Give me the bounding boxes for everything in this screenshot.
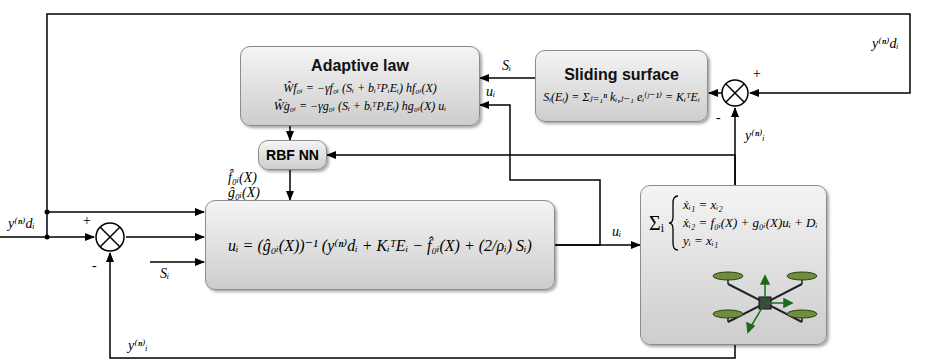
box-heading: Adaptive law bbox=[274, 57, 446, 75]
signal-label: f̂₀ᵢ(X) bbox=[228, 170, 257, 186]
signal-label: Sᵢ bbox=[160, 266, 169, 282]
node-content: uᵢ = (ĝ₀ᵢ(X))⁻¹ (y⁽ⁿ⁾dᵢ + KᵢᵀEᵢ − f̂₀ᵢ(X… bbox=[228, 236, 532, 255]
signal-connector bbox=[289, 126, 291, 140]
summing-junction bbox=[100, 227, 120, 247]
signal-connector bbox=[480, 77, 535, 79]
signal-label: y⁽ⁿ⁾dᵢ bbox=[872, 36, 899, 52]
sign-label: + bbox=[752, 66, 761, 82]
summing-junction bbox=[722, 80, 748, 106]
signal-label: y⁽ⁿ⁾dᵢ bbox=[8, 216, 35, 232]
summing-junction bbox=[96, 223, 124, 251]
controller-box: uᵢ = (ĝ₀ᵢ(X))⁻¹ (y⁽ⁿ⁾dᵢ + KᵢᵀEᵢ − f̂₀ᵢ(X… bbox=[205, 200, 555, 290]
reference-wire bbox=[47, 211, 204, 213]
signal-connector bbox=[289, 170, 291, 200]
equation: ẋᵢ₂ = f₀ᵢ(X) + g₀ᵢ(X)uᵢ + Dᵢ bbox=[683, 214, 818, 232]
signal-label: y⁽ⁿ⁾ᵢ bbox=[128, 338, 148, 354]
signal-connector bbox=[327, 155, 735, 185]
system-symbol: Σᵢ bbox=[649, 212, 664, 235]
error-wire bbox=[709, 92, 722, 94]
quadrotor-illustration bbox=[710, 266, 820, 338]
summing-junction bbox=[726, 84, 744, 102]
equation: Ŵ̇g₀ᵢ = −γg₀ᵢ (Sᵢ + bᵢᵀPᵢEᵢ) hg₀ᵢ(X) uᵢ bbox=[274, 97, 446, 115]
brace-symbol bbox=[668, 194, 680, 252]
equation-list: ẋᵢ₁ = xᵢ₂ẋᵢ₂ = f₀ᵢ(X) + g₀ᵢ(X)uᵢ + Dᵢyᵢ … bbox=[683, 196, 818, 250]
box-heading: Sliding surface bbox=[543, 66, 700, 84]
equation: yᵢ = xᵢ₁ bbox=[683, 232, 818, 250]
rbf-nn-box: RBF NN bbox=[258, 140, 327, 170]
box-label: RBF NN bbox=[266, 147, 319, 163]
signal-label: y⁽ⁿ⁾ᵢ bbox=[745, 128, 765, 144]
junction-dot bbox=[45, 235, 50, 240]
equation: Ŵ̇f₀ᵢ = −γf₀ᵢ (Sᵢ + bᵢᵀPᵢEᵢ) hf₀ᵢ(X) bbox=[274, 79, 446, 97]
box-label: uᵢ = (ĝ₀ᵢ(X))⁻¹ (y⁽ⁿ⁾dᵢ + KᵢᵀEᵢ − f̂₀ᵢ(X… bbox=[228, 236, 532, 255]
signal-label: uᵢ bbox=[484, 84, 497, 100]
plant-box: Σᵢ ẋᵢ₁ = xᵢ₂ẋᵢ₂ = f₀ᵢ(X) + g₀ᵢ(X)uᵢ + Dᵢy… bbox=[640, 185, 827, 345]
sliding-surface-box: Sliding surfaceSᵢ(Eᵢ) = Σⱼ₌₁ⁿ kᵢ,ⱼ₋₁ eᵢ⁽… bbox=[535, 50, 708, 122]
node-content: RBF NN bbox=[266, 147, 319, 163]
brace-symbol bbox=[669, 196, 678, 250]
signal-label: ĝ₀ᵢ(X) bbox=[228, 185, 260, 201]
signal-label: uᵢ bbox=[610, 224, 623, 240]
sign-label: - bbox=[716, 110, 721, 126]
adaptive-law-box: Adaptive lawŴ̇f₀ᵢ = −γf₀ᵢ (Sᵢ + bᵢᵀPᵢEᵢ)… bbox=[240, 46, 480, 126]
junction-dot bbox=[45, 210, 50, 215]
sliding-wire bbox=[150, 261, 204, 263]
error-wire bbox=[126, 236, 204, 238]
node-content: Sliding surfaceSᵢ(Eᵢ) = Σⱼ₌₁ⁿ kᵢ,ⱼ₋₁ eᵢ⁽… bbox=[543, 66, 700, 106]
equation: Sᵢ(Eᵢ) = Σⱼ₌₁ⁿ kᵢ,ⱼ₋₁ eᵢ⁽ʲ⁻¹⁾ = KᵢᵀEᵢ bbox=[543, 88, 700, 106]
node-content: Σᵢ ẋᵢ₁ = xᵢ₂ẋᵢ₂ = f₀ᵢ(X) + g₀ᵢ(X)uᵢ + Dᵢy… bbox=[649, 194, 818, 252]
sign-label: - bbox=[92, 258, 97, 274]
signal-label: Sᵢ bbox=[500, 58, 513, 74]
node-content: Adaptive lawŴ̇f₀ᵢ = −γf₀ᵢ (Sᵢ + bᵢᵀPᵢEᵢ)… bbox=[274, 57, 446, 115]
equation: ẋᵢ₁ = xᵢ₂ bbox=[683, 196, 818, 214]
sign-label: + bbox=[82, 213, 91, 229]
